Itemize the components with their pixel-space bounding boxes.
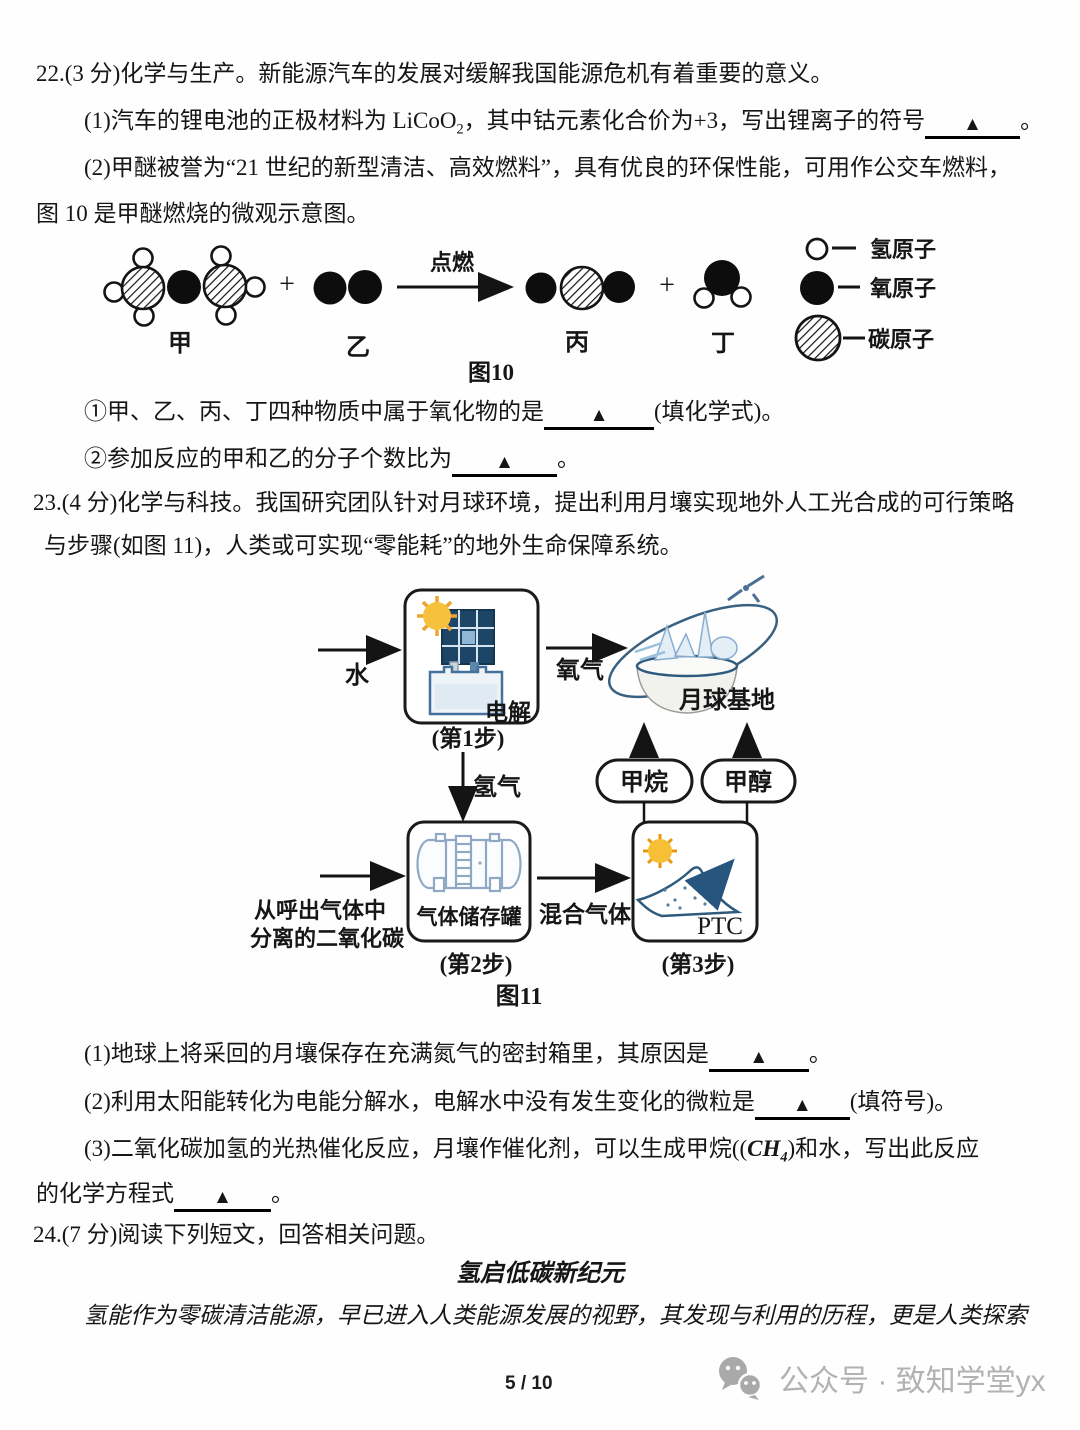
q23-heading-line2: 与步骤(如图 11)，人类或可实现“零能耗”的地外生命保障系统。 [44, 533, 683, 558]
moon-base-illustration: 月球基地 [607, 574, 779, 714]
figure-11-flow-diagram: 水 [250, 574, 797, 1010]
water-label: 水 [345, 662, 370, 689]
sun-icon [417, 596, 457, 636]
q22-part1-end: 。 [1020, 108, 1044, 133]
oxygen-label: 氧气 [556, 656, 604, 684]
figure-10-caption: 图10 [468, 360, 514, 385]
q23-part3-line2: 的化学方程式▲。 [36, 1180, 294, 1212]
plus-sign: + [659, 270, 675, 301]
q23-part2-text: (2)利用太阳能转化为电能分解水，电解水中没有发生变化的微粒是 [84, 1089, 755, 1114]
q23-part1-text: (1)地球上将采回的月壤保存在充满氮气的密封箱里，其原因是 [84, 1041, 709, 1066]
plus-sign: + [279, 269, 295, 300]
answer-blank: ▲ [452, 453, 557, 477]
answer-blank: ▲ [754, 1096, 850, 1120]
ignite-label: 点燃 [430, 250, 475, 275]
methane-formula-subscript: 4 [780, 1149, 788, 1166]
co2-source-label-line2: 分离的二氧化碳 [250, 926, 405, 951]
methane-formula: CH [747, 1136, 781, 1161]
answer-blank: ▲ [708, 1048, 809, 1072]
electrolysis-box: 电解 [403, 588, 540, 725]
atom-legend: 氢原子 氧原子 碳原子 [794, 237, 936, 362]
figure-11-caption: 图11 [496, 983, 543, 1010]
storage-tank-icon [416, 832, 522, 893]
q22-part1: (1)汽车的锂电池的正极材料为 LiCoO2，其中钴元素化合价为+3，写出锂离子… [84, 107, 1043, 139]
q23-part1-end: 。 [808, 1041, 832, 1066]
methanol-label: 甲醇 [724, 768, 772, 796]
legend-carbon-label: 碳原子 [868, 327, 934, 352]
satellite-icon [727, 574, 765, 603]
q23-part2-end: (填符号)。 [849, 1089, 958, 1114]
label-ding: 丁 [711, 331, 735, 357]
ptc-label: PTC [697, 913, 743, 940]
mound-output-arrow [684, 858, 735, 911]
q23-part2: (2)利用太阳能转化为电能分解水，电解水中没有发生变化的微粒是▲(填符号)。 [84, 1088, 957, 1120]
answer-blank: ▲ [925, 115, 1021, 139]
q22-sub2-text: ②参加反应的甲和乙的分子个数比为 [84, 446, 452, 471]
label-yi: 乙 [346, 335, 370, 361]
molecule-bing-co2-icon [525, 265, 635, 311]
q22-heading: 22.(3 分)化学与生产。新能源汽车的发展对缓解我国能源危机有着重要的意义。 [36, 61, 834, 86]
answer-blank: ▲ [544, 406, 654, 430]
q22-sub1: ①甲、乙、丙、丁四种物质中属于氧化物的是▲(填化学式)。 [84, 398, 784, 430]
answer-blank: ▲ [174, 1188, 271, 1212]
q22-sub2-end: 。 [557, 446, 580, 471]
molecule-ding-water-icon [693, 260, 752, 309]
carbon-atom-icon [794, 314, 842, 362]
q23-part3-line1: (3)二氧化碳加氢的光热催化反应，月壤作催化剂，可以生成甲烷((CH4)和水，写… [84, 1135, 979, 1167]
step2-label: (第2步) [440, 951, 513, 977]
hydrogen-label: 氢气 [473, 773, 521, 801]
q22-part1-text2: ，其中钴元素化合价为+3，写出锂离子的符号 [463, 108, 926, 133]
figure-10-molecular-diagram: + 点燃 + 甲 乙 丙 丁 图10 [103, 237, 936, 385]
methane-box: 甲烷 [595, 758, 694, 804]
q22-sub2: ②参加反应的甲和乙的分子个数比为▲。 [84, 445, 580, 477]
oxygen-atom-icon [800, 271, 834, 305]
q22-part1-text: (1)汽车的锂电池的正极材料为 LiCoO [84, 108, 457, 133]
wechat-watermark: 公众号 · 致知学堂yx [715, 1355, 1046, 1401]
passage-title: 氢启低碳新纪元 [456, 1261, 624, 1287]
step1-label: (第1步) [432, 725, 505, 751]
ptc-box: PTC [631, 820, 759, 943]
legend-oxygen-label: 氧原子 [869, 276, 936, 301]
label-bing: 丙 [565, 330, 589, 356]
q23-part1: (1)地球上将采回的月壤保存在充满氮气的密封箱里，其原因是▲。 [84, 1040, 832, 1072]
q22-part1-subscript: 2 [456, 121, 464, 138]
solar-panel-icon [441, 609, 495, 665]
wechat-icon [719, 1357, 763, 1400]
q22-sub1-end: (填化学式)。 [654, 399, 785, 424]
q23-part3b-text: 的化学方程式 [36, 1181, 174, 1206]
methanol-box: 甲醇 [700, 758, 797, 804]
q22-part2b: 图 10 是甲醚燃烧的微观示意图。 [36, 201, 370, 226]
moon-base-label: 月球基地 [678, 687, 775, 714]
label-jia: 甲 [168, 331, 192, 357]
moon-soil-mound-icon [635, 858, 743, 918]
passage-paragraph: 氢能作为零碳清洁能源，早已进入人类能源发展的视野，其发现与利用的历程，更是人类探… [84, 1303, 1027, 1328]
base-structures-icon [634, 611, 738, 662]
q23-part3-text2: )和水，写出此反应 [787, 1136, 980, 1161]
q23-heading-line1: 23.(4 分)化学与科技。我国研究团队针对月球环境，提出利用月壤实现地外人工光… [33, 490, 1015, 515]
moon-bowl [636, 665, 738, 714]
molecule-yi-oxygen-icon [313, 270, 382, 305]
gas-storage-tank-box: 气体储存罐 [406, 820, 532, 943]
gas-storage-tank-label: 气体储存罐 [416, 905, 522, 929]
mixed-gas-label: 混合气体 [539, 901, 632, 927]
q22-part2a: (2)甲醚被誉为“21 世纪的新型清洁、高效燃料”，具有优良的环保性能，可用作公… [84, 155, 1011, 180]
q23-part3b-end: 。 [271, 1181, 294, 1206]
sun-icon [643, 834, 677, 868]
electrolysis-label: 电解 [485, 699, 531, 725]
step3-label: (第3步) [662, 951, 735, 977]
watermark-text: 公众号 · 致知学堂yx [779, 1365, 1046, 1398]
page-number: 5 / 10 [505, 1373, 553, 1394]
q24-heading: 24.(7 分)阅读下列短文，回答相关问题。 [33, 1222, 440, 1247]
q22-sub1-text: ①甲、乙、丙、丁四种物质中属于氧化物的是 [84, 399, 544, 424]
q23-part3-text: (3)二氧化碳加氢的光热催化反应，月壤作催化剂，可以生成甲烷(( [84, 1136, 748, 1161]
co2-source-label-line1: 从呼出气体中 [254, 898, 386, 923]
hydrogen-atom-icon [805, 237, 829, 261]
legend-hydrogen-label: 氢原子 [870, 237, 936, 262]
electrolysis-cell-icon [428, 661, 504, 716]
methane-label: 甲烷 [620, 768, 668, 796]
molecule-jia-dimethyl-ether-icon [103, 245, 266, 327]
